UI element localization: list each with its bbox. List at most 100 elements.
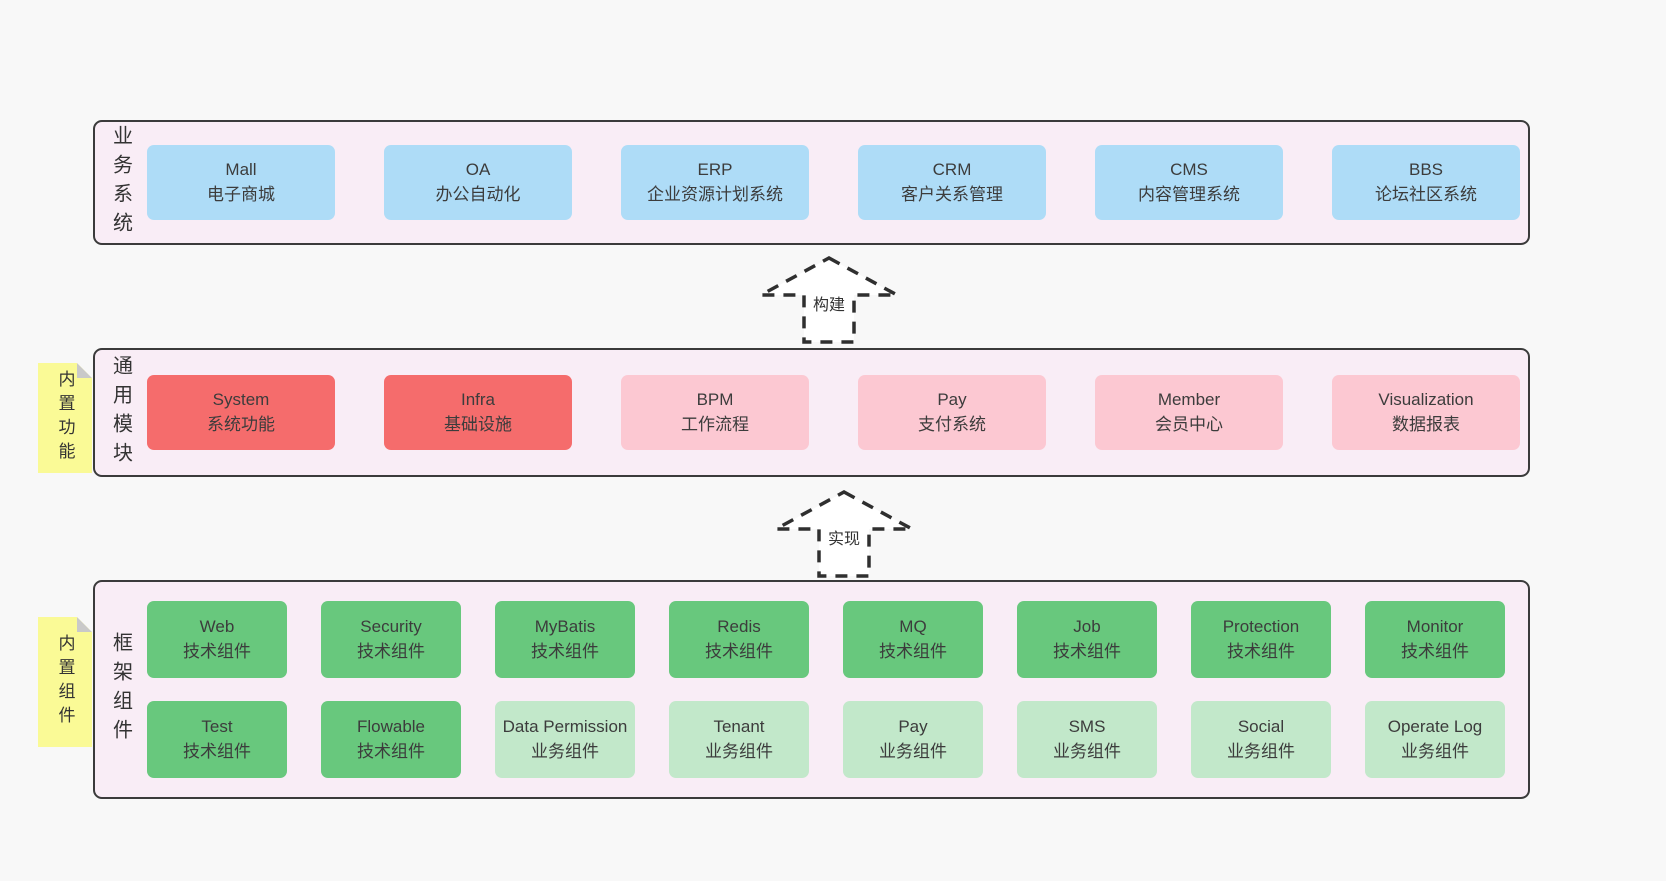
card-title: Monitor (1406, 617, 1464, 637)
card-title: Flowable (356, 717, 426, 737)
card-desc: 会员中心 (1155, 414, 1223, 434)
card-visualization: Visualization 数据报表 (1332, 375, 1520, 450)
card-title: Security (360, 617, 422, 637)
card-desc: 支付系统 (918, 414, 986, 434)
card-desc: 业务组件 (531, 741, 599, 761)
card-pay-module: Pay 支付系统 (858, 375, 1046, 450)
card-protection: Protection 技术组件 (1191, 601, 1331, 678)
card-job: Job 技术组件 (1017, 601, 1157, 678)
implement-arrow-label: 实现 (824, 524, 864, 550)
card-bpm: BPM 工作流程 (621, 375, 809, 450)
card-title: BBS (1408, 160, 1444, 180)
card-title: Mall (225, 160, 257, 180)
card-mall: Mall 电子商城 (147, 145, 335, 220)
card-desc: 技术组件 (1401, 641, 1469, 661)
card-flowable: Flowable 技术组件 (321, 701, 461, 778)
build-arrow-label: 构建 (809, 290, 849, 316)
common-modules-layer: 通用模块 System 系统功能 Infra 基础设施 BPM 工作流程 Pay… (93, 348, 1530, 477)
folded-corner-icon (77, 363, 92, 378)
card-monitor: Monitor 技术组件 (1365, 601, 1505, 678)
card-infra: Infra 基础设施 (384, 375, 572, 450)
card-title: OA (465, 160, 491, 180)
card-desc: 企业资源计划系统 (647, 184, 783, 204)
card-title: Data Permission (502, 717, 628, 737)
build-arrow: 构建 (758, 256, 900, 344)
card-title: Test (201, 717, 233, 737)
framework-components-label: 框架组件 (109, 631, 132, 748)
card-title: MyBatis (534, 617, 596, 637)
card-mq: MQ 技术组件 (843, 601, 983, 678)
card-desc: 技术组件 (1053, 641, 1121, 661)
card-title: Member (1157, 390, 1221, 410)
card-desc: 技术组件 (879, 641, 947, 661)
card-test: Test 技术组件 (147, 701, 287, 778)
card-tenant: Tenant 业务组件 (669, 701, 809, 778)
implement-arrow: 实现 (773, 490, 915, 578)
card-title: System (212, 390, 270, 410)
card-title: Pay (937, 390, 967, 410)
card-system: System 系统功能 (147, 375, 335, 450)
card-security: Security 技术组件 (321, 601, 461, 678)
card-title: Social (1237, 717, 1285, 737)
card-desc: 技术组件 (183, 741, 251, 761)
card-desc: 技术组件 (357, 741, 425, 761)
card-desc: 电子商城 (207, 184, 275, 204)
business-systems-grid: Mall 电子商城 OA 办公自动化 ERP 企业资源计划系统 CRM 客户关系… (147, 122, 1520, 243)
card-desc: 数据报表 (1392, 414, 1460, 434)
card-desc: 技术组件 (183, 641, 251, 661)
card-desc: 业务组件 (1401, 741, 1469, 761)
card-desc: 论坛社区系统 (1375, 184, 1477, 204)
card-member: Member 会员中心 (1095, 375, 1283, 450)
card-desc: 系统功能 (207, 414, 275, 434)
card-desc: 技术组件 (705, 641, 773, 661)
card-title: Infra (460, 390, 496, 410)
card-sms: SMS 业务组件 (1017, 701, 1157, 778)
card-title: Protection (1222, 617, 1300, 637)
card-desc: 业务组件 (1053, 741, 1121, 761)
card-title: Web (199, 617, 235, 637)
card-desc: 技术组件 (357, 641, 425, 661)
card-title: BPM (696, 390, 734, 410)
card-title: CMS (1170, 160, 1208, 180)
framework-components-grid: Web 技术组件 Security 技术组件 MyBatis 技术组件 Redi… (147, 582, 1505, 797)
card-desc: 业务组件 (705, 741, 773, 761)
common-modules-grid: System 系统功能 Infra 基础设施 BPM 工作流程 Pay 支付系统… (147, 350, 1520, 475)
card-desc: 业务组件 (1227, 741, 1295, 761)
folded-corner-icon (77, 617, 92, 632)
framework-components-layer: 框架组件 Web 技术组件 Security 技术组件 MyBatis 技术组件… (93, 580, 1530, 799)
card-pay-component: Pay 业务组件 (843, 701, 983, 778)
card-desc: 技术组件 (1227, 641, 1295, 661)
card-operate-log: Operate Log 业务组件 (1365, 701, 1505, 778)
card-desc: 工作流程 (681, 414, 749, 434)
card-title: Job (1073, 617, 1101, 637)
card-oa: OA 办公自动化 (384, 145, 572, 220)
card-title: CRM (932, 160, 972, 180)
card-erp: ERP 企业资源计划系统 (621, 145, 809, 220)
card-mybatis: MyBatis 技术组件 (495, 601, 635, 678)
card-cms: CMS 内容管理系统 (1095, 145, 1283, 220)
business-systems-label: 业务系统 (109, 124, 132, 241)
card-redis: Redis 技术组件 (669, 601, 809, 678)
sticky-note-text: 内置组件 (55, 634, 75, 730)
card-desc: 业务组件 (879, 741, 947, 761)
card-title: ERP (697, 160, 733, 180)
card-desc: 办公自动化 (435, 184, 521, 204)
card-desc: 基础设施 (444, 414, 512, 434)
card-desc: 技术组件 (531, 641, 599, 661)
card-title: SMS (1068, 717, 1106, 737)
sticky-note-text: 内置功能 (55, 370, 75, 466)
card-title: Operate Log (1387, 717, 1483, 737)
business-systems-layer: 业务系统 Mall 电子商城 OA 办公自动化 ERP 企业资源计划系统 CRM… (93, 120, 1530, 245)
card-title: Tenant (713, 717, 765, 737)
card-data-permission: Data Permission 业务组件 (495, 701, 635, 778)
card-social: Social 业务组件 (1191, 701, 1331, 778)
card-desc: 客户关系管理 (901, 184, 1003, 204)
common-modules-label: 通用模块 (109, 354, 132, 471)
card-title: MQ (899, 617, 927, 637)
card-title: Pay (898, 717, 928, 737)
card-crm: CRM 客户关系管理 (858, 145, 1046, 220)
sticky-note-builtin-components: 内置组件 (38, 617, 92, 747)
card-title: Visualization (1378, 390, 1474, 410)
card-bbs: BBS 论坛社区系统 (1332, 145, 1520, 220)
sticky-note-builtin-features: 内置功能 (38, 363, 92, 473)
